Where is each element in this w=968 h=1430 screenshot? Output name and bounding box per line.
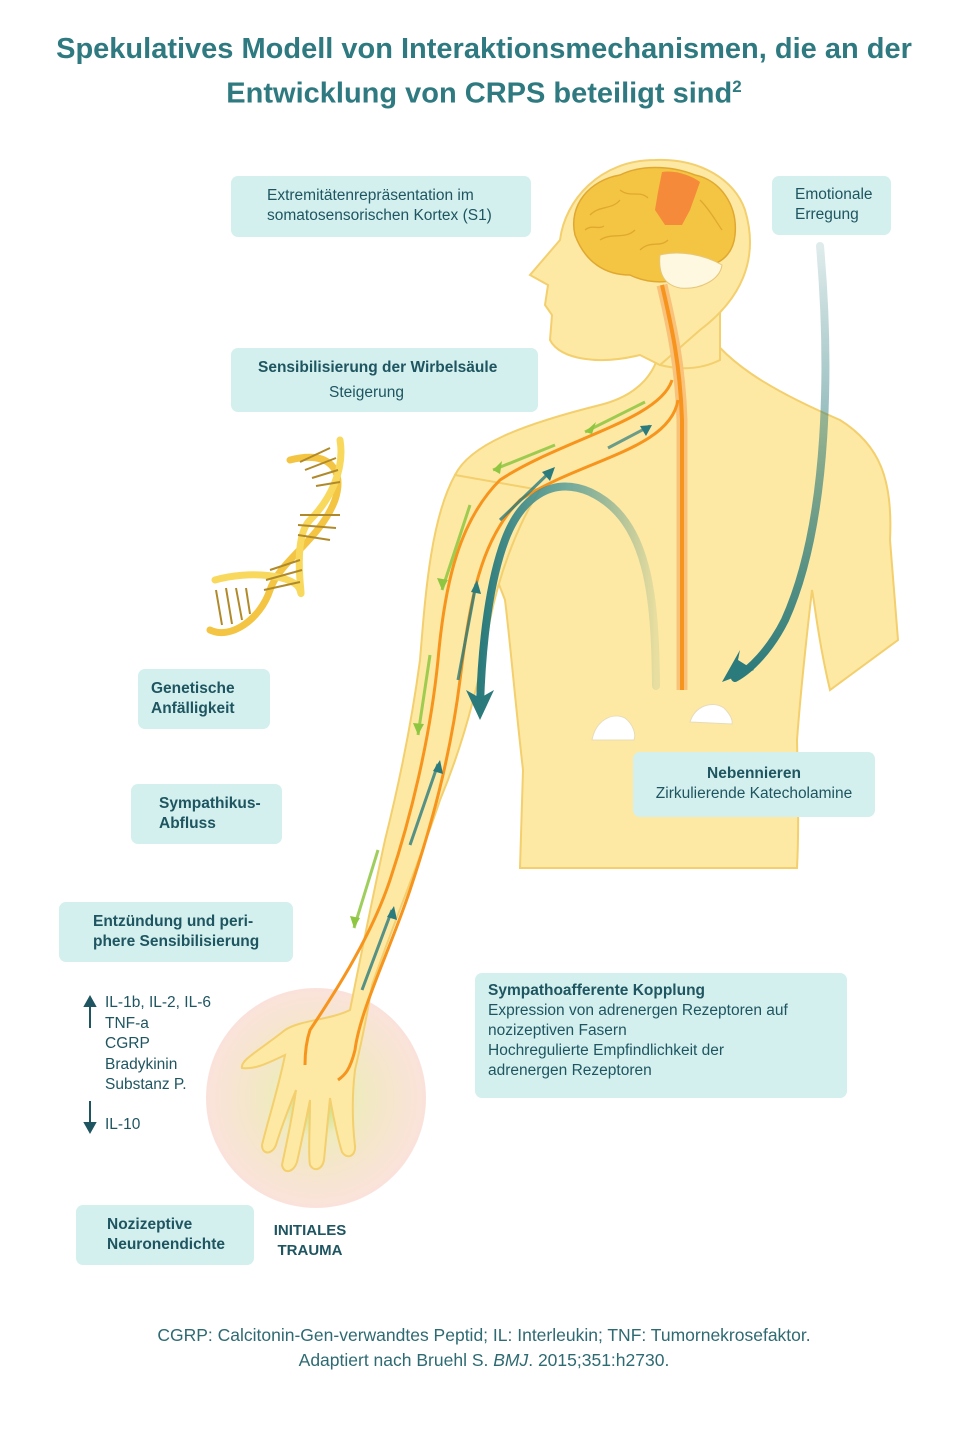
trauma-line-1: INITIALES — [273, 1222, 347, 1239]
adrenal-gland-right — [689, 704, 733, 725]
mediator-up-item: IL-1b, IL-2, IL-6 — [105, 994, 211, 1011]
coupling-line: nozizeptiven Fasern — [488, 1022, 627, 1039]
brain-highlight — [655, 171, 700, 225]
spinal-sensitization-box: Sensibilisierung der Wirbelsäule Steiger… — [231, 348, 538, 412]
mediator-up-item: Substanz P. — [105, 1076, 187, 1093]
genetic-susceptibility-box: Genetische Anfälligkeit — [138, 669, 270, 729]
page-title: Spekulatives Modell von Interaktionsmech… — [0, 30, 968, 113]
sympathetic-outflow-box: Sympathikus- Abfluss — [131, 784, 282, 844]
adrenal-title: Nebennieren — [707, 765, 801, 782]
genetic-line-1: Genetische — [151, 680, 235, 697]
cortex-line-2: somatosensorischen Kortex (S1) — [267, 207, 492, 224]
coupling-line: Expression von adrenergen Rezeptoren auf — [488, 1002, 788, 1019]
adrenal-glands-box: Nebennieren Zirkulierende Katecholamine — [633, 752, 875, 817]
title-superscript: 2 — [732, 77, 742, 96]
green-efferent-arrows — [352, 400, 646, 929]
inflammation-box: Entzündung und peri- phere Sensibilisier… — [59, 902, 293, 962]
inflammation-line-2: phere Sensibilisierung — [93, 933, 260, 950]
emotional-line-1: Emotionale — [795, 186, 873, 203]
nociceptive-line-2: Neuronendichte — [107, 1236, 225, 1253]
footer-line-1: CGRP: Calcitonin-Gen-verwandtes Peptid; … — [157, 1325, 811, 1345]
emotional-line-2: Erregung — [795, 206, 859, 223]
coupling-line: Hochregulierte Empfindlichkeit der — [488, 1042, 725, 1059]
footer-citation: Adaptiert nach Bruehl S. BMJ. 2015;351:h… — [0, 1348, 968, 1372]
arch-arrow — [476, 482, 660, 709]
initial-trauma-label: INITIALES TRAUMA — [255, 1221, 365, 1261]
sympathetic-line-2: Abfluss — [159, 815, 216, 832]
spinal-title: Sensibilisierung der Wirbelsäule — [258, 359, 498, 376]
mediator-up-item: Bradykinin — [105, 1055, 178, 1073]
coupling-title: Sympathoafferente Kopplung — [488, 982, 706, 999]
mediator-up-item: TNF-a — [105, 1014, 149, 1032]
adrenal-sub: Zirkulierende Katecholamine — [655, 785, 853, 802]
cortex-line-1: Extremitätenrepräsentation im — [267, 187, 474, 204]
mediators-up-list: IL-1b, IL-2, IL-6 TNF-a CGRP Bradykinin … — [105, 993, 211, 1096]
inflammation-line-1: Entzündung und peri- — [93, 913, 254, 930]
footer-journal: BMJ — [493, 1350, 529, 1370]
mediator-up-item: CGRP — [105, 1035, 150, 1052]
footer-abbreviations: CGRP: Calcitonin-Gen-verwandtes Peptid; … — [0, 1323, 968, 1347]
emotional-arrow — [731, 242, 830, 682]
sympathetic-line-1: Sympathikus- — [159, 795, 261, 812]
cortex-box: Extremitätenrepräsentation im somatosens… — [231, 176, 531, 237]
nerve-fibre-1 — [303, 379, 674, 1066]
nociceptive-line-1: Nozizeptive — [107, 1216, 193, 1233]
coupling-line: adrenergen Rezeptoren — [488, 1062, 652, 1079]
mediator-down-item: IL-10 — [105, 1116, 141, 1133]
nerve-fibre-2 — [337, 399, 680, 1082]
footer-line-2-post: . 2015;351:h2730. — [528, 1350, 670, 1370]
trauma-line-2: TRAUMA — [277, 1242, 343, 1259]
title-line-2: Entwicklung von CRPS beteiligt sind — [226, 77, 733, 110]
title-line-1: Spekulatives Modell von Interaktionsmech… — [56, 33, 912, 65]
footer-line-2-pre: Adaptiert nach Bruehl S. — [298, 1350, 494, 1370]
adrenal-gland-left — [591, 715, 636, 741]
nociceptive-density-box: Nozizeptive Neuronendichte — [76, 1205, 254, 1265]
mediators-down-list: IL-10 — [105, 1115, 140, 1136]
sympathoafferent-coupling-box: Sympathoafferente Kopplung Expression vo… — [475, 973, 847, 1098]
spinal-sub: Steigerung — [329, 384, 404, 401]
emotional-arousal-box: Emotionale Erregung — [772, 176, 891, 235]
genetic-line-2: Anfälligkeit — [151, 700, 235, 717]
dna-helix — [206, 436, 345, 637]
